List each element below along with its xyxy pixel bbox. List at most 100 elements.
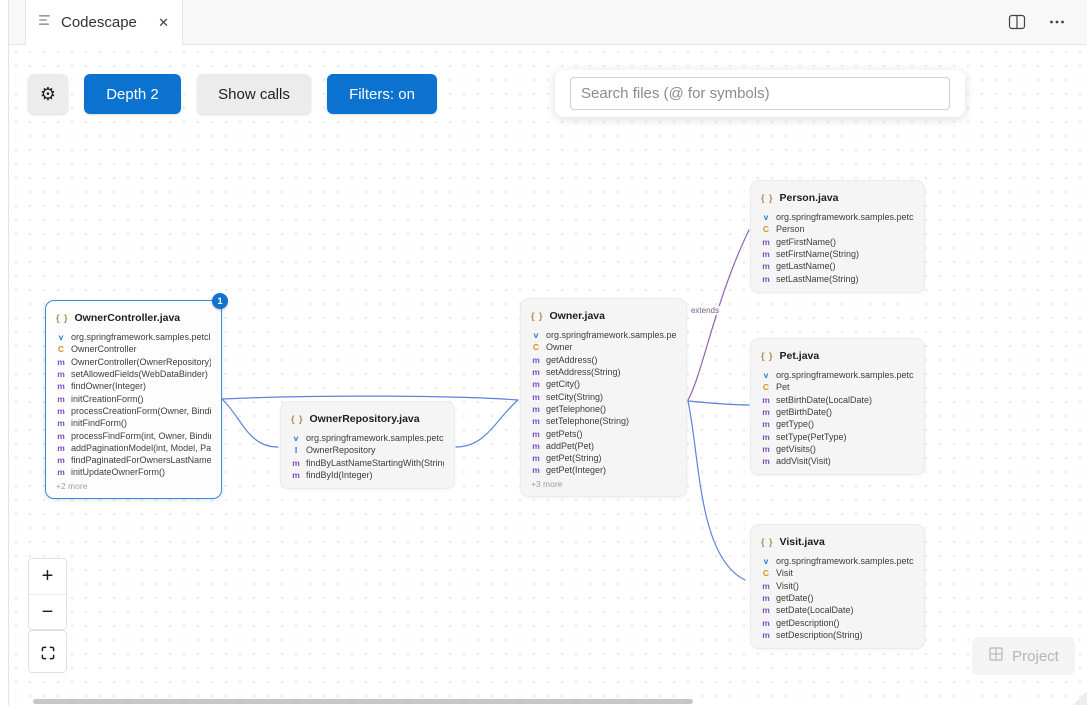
- graph-node-person[interactable]: { } Person.java v org.springframework.sa…: [750, 180, 925, 293]
- member-row[interactable]: C Person: [761, 223, 914, 235]
- member-row[interactable]: v org.springframework.samples.petclinic.…: [56, 331, 211, 343]
- member-row[interactable]: m setLastName(String): [761, 272, 914, 284]
- member-row[interactable]: m addPaginationModel(int, Model, Page...: [56, 442, 211, 454]
- symbol-icon: m: [762, 593, 770, 604]
- graph-node-owner-repository[interactable]: { } OwnerRepository.java v org.springfra…: [280, 401, 455, 490]
- member-label: Visit: [776, 568, 793, 579]
- node-header[interactable]: { } Visit.java: [761, 534, 914, 549]
- tab-title: Codescape: [61, 14, 137, 31]
- more-actions-icon[interactable]: [1045, 10, 1069, 34]
- symbol-icon: m: [57, 430, 65, 441]
- symbol-icon: C: [57, 344, 65, 355]
- zoom-in-button[interactable]: +: [29, 559, 66, 594]
- member-row[interactable]: v org.springframework.samples.petclinic.…: [291, 432, 444, 444]
- symbol-icon: C: [762, 568, 770, 579]
- graph-node-owner[interactable]: { } Owner.java v org.springframework.sam…: [520, 298, 687, 497]
- member-label: Visit(): [776, 580, 799, 591]
- member-row[interactable]: m getBirthDate(): [761, 406, 914, 418]
- member-row[interactable]: m setDate(LocalDate): [761, 604, 914, 616]
- node-header[interactable]: { } Person.java: [761, 190, 914, 205]
- close-icon[interactable]: ✕: [158, 14, 169, 30]
- symbol-icon: I: [294, 445, 298, 456]
- project-minimap-button[interactable]: Project: [972, 637, 1075, 675]
- split-editor-icon[interactable]: [1005, 10, 1029, 34]
- edge-repository-owner: [455, 399, 519, 448]
- graph-node-pet[interactable]: { } Pet.java v org.springframework.sampl…: [750, 338, 925, 476]
- node-more[interactable]: +3 more: [531, 478, 563, 489]
- member-row[interactable]: m initCreationForm(): [56, 392, 211, 404]
- member-row[interactable]: v org.springframework.samples.petclinic.…: [761, 555, 914, 567]
- node-header[interactable]: { } OwnerRepository.java: [291, 411, 444, 426]
- zoom-out-button[interactable]: −: [29, 594, 66, 629]
- member-row[interactable]: m initUpdateOwnerForm(): [56, 466, 211, 478]
- member-label: initFindForm(): [71, 418, 128, 429]
- search-input[interactable]: [570, 77, 950, 110]
- symbol-icon: m: [532, 428, 540, 439]
- member-row[interactable]: m setType(PetType): [761, 430, 914, 442]
- member-row[interactable]: m findOwner(Integer): [56, 380, 211, 392]
- member-row[interactable]: m getFirstName(): [761, 236, 914, 248]
- member-row[interactable]: m setBirthDate(LocalDate): [761, 394, 914, 406]
- member-label: setBirthDate(LocalDate): [776, 394, 873, 405]
- member-row[interactable]: C Owner: [531, 341, 676, 353]
- member-row[interactable]: m setAllowedFields(WebDataBinder): [56, 368, 211, 380]
- member-row[interactable]: m getPet(String): [531, 452, 676, 464]
- show-calls-button[interactable]: Show calls: [197, 74, 311, 114]
- member-row[interactable]: m getType(): [761, 418, 914, 430]
- member-row[interactable]: C Visit: [761, 567, 914, 579]
- filters-button[interactable]: Filters: on: [327, 74, 437, 114]
- member-label: setCity(String): [546, 391, 604, 402]
- member-row[interactable]: m setFirstName(String): [761, 248, 914, 260]
- node-more[interactable]: +2 more: [56, 480, 88, 491]
- fit-view-button[interactable]: [29, 636, 66, 672]
- member-row[interactable]: m addPet(Pet): [531, 440, 676, 452]
- fit-screen-icon: [41, 643, 55, 666]
- tab-codescape[interactable]: Codescape ✕: [25, 0, 183, 45]
- member-row[interactable]: v org.springframework.samples.petclinic.…: [761, 211, 914, 223]
- member-row[interactable]: m OwnerController(OwnerRepository): [56, 356, 211, 368]
- member-row[interactable]: m getDate(): [761, 592, 914, 604]
- symbol-icon: m: [57, 369, 65, 380]
- depth-button[interactable]: Depth 2: [84, 74, 181, 114]
- member-row[interactable]: I OwnerRepository: [291, 444, 444, 456]
- member-row[interactable]: m getAddress(): [531, 354, 676, 366]
- member-row[interactable]: m Visit(): [761, 580, 914, 592]
- braces-file-icon: { }: [56, 312, 69, 323]
- member-row[interactable]: m setDescription(String): [761, 629, 914, 641]
- symbol-icon: m: [292, 470, 300, 481]
- node-header[interactable]: { } OwnerController.java: [56, 310, 211, 325]
- member-row[interactable]: m getCity(): [531, 378, 676, 390]
- member-row[interactable]: m findById(Integer): [291, 469, 444, 481]
- member-label: org.springframework.samples.petclinic...: [776, 370, 914, 381]
- member-row[interactable]: m setAddress(String): [531, 366, 676, 378]
- member-row[interactable]: m getPet(Integer): [531, 464, 676, 476]
- member-row[interactable]: m processFindForm(int, Owner, BindingR..…: [56, 429, 211, 441]
- settings-button[interactable]: ⚙: [28, 74, 68, 114]
- member-row[interactable]: C Pet: [761, 381, 914, 393]
- grid-icon: [988, 646, 1004, 666]
- member-row[interactable]: m processCreationForm(Owner, BindingR...: [56, 405, 211, 417]
- node-header[interactable]: { } Owner.java: [531, 308, 676, 323]
- horizontal-scrollbar[interactable]: [33, 699, 693, 704]
- graph-canvas[interactable]: extends 1 { } OwnerController.java v org…: [9, 45, 1087, 705]
- graph-node-visit[interactable]: { } Visit.java v org.springframework.sam…: [750, 524, 925, 650]
- member-row[interactable]: m getVisits(): [761, 443, 914, 455]
- node-header[interactable]: { } Pet.java: [761, 348, 914, 363]
- member-row[interactable]: v org.springframework.samples.petclinic.…: [761, 369, 914, 381]
- graph-node-owner-controller[interactable]: 1 { } OwnerController.java v org.springf…: [45, 293, 228, 499]
- member-row[interactable]: m findByLastNameStartingWith(String, Pa.…: [291, 457, 444, 469]
- member-row[interactable]: m getTelephone(): [531, 403, 676, 415]
- symbol-icon: C: [762, 224, 770, 235]
- member-label: findById(Integer): [306, 470, 373, 481]
- member-row[interactable]: m addVisit(Visit): [761, 455, 914, 467]
- member-row[interactable]: v org.springframework.samples.petclinic.…: [531, 329, 676, 341]
- member-row[interactable]: m getDescription(): [761, 616, 914, 628]
- member-row[interactable]: m setTelephone(String): [531, 415, 676, 427]
- member-row[interactable]: m getPets(): [531, 427, 676, 439]
- member-row[interactable]: m findPaginatedForOwnersLastName(int,...: [56, 454, 211, 466]
- member-row[interactable]: m setCity(String): [531, 390, 676, 402]
- member-row[interactable]: C OwnerController: [56, 343, 211, 355]
- member-row[interactable]: m getLastName(): [761, 260, 914, 272]
- member-row[interactable]: m initFindForm(): [56, 417, 211, 429]
- member-label: OwnerController: [71, 344, 137, 355]
